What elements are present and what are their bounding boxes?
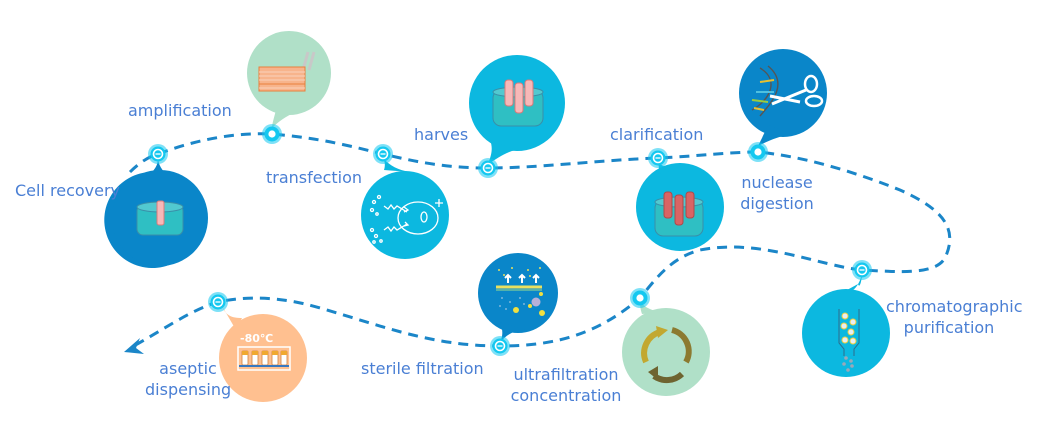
label-aseptic-dispensing: aseptic dispensing	[145, 358, 231, 400]
membrane-filter-icon	[496, 267, 545, 316]
chromatography-column-icon	[838, 309, 860, 372]
label-ultrafiltration-line1: ultrafiltration	[513, 365, 619, 384]
label-nuclease-digestion-line2: digestion	[740, 194, 814, 213]
label-ultrafiltration-line2: concentration	[510, 386, 622, 405]
vessel-three-tubes-icon	[492, 79, 544, 127]
label-ultrafiltration-concentration: ultrafiltration concentration	[505, 364, 627, 406]
vial-rack-freezer-icon: -80℃	[237, 332, 291, 371]
label-nuclease-digestion: nuclease digestion	[732, 172, 822, 214]
bubble-aseptic-dispensing: -80℃	[219, 306, 307, 402]
node-transfection[interactable]	[372, 143, 394, 165]
label-transfection: transfection	[266, 168, 363, 187]
node-amplification[interactable]	[262, 124, 282, 144]
node-aseptic-dispensing[interactable]	[207, 291, 229, 313]
bubble-transfection	[361, 158, 449, 259]
node-nuclease-digestion[interactable]	[748, 142, 768, 162]
label-amplification: amplification	[128, 101, 232, 120]
node-harves[interactable]	[477, 157, 499, 179]
bubble-sterile-filtration	[478, 253, 558, 342]
bubble-amplification	[247, 31, 331, 128]
label-chromatographic-line2: purification	[903, 318, 995, 337]
bubble-nuclease-digestion	[739, 49, 827, 146]
label-chromatographic-purification: chromatographic purification	[886, 296, 1023, 338]
bubble-ultrafiltration-concentration	[622, 302, 710, 396]
node-cell-recovery[interactable]	[147, 143, 169, 165]
freezer-temperature-label: -80℃	[240, 332, 273, 345]
node-sterile-filtration[interactable]	[489, 335, 511, 357]
label-harves: harves	[414, 125, 469, 144]
label-cell-recovery: Cell recovery	[15, 181, 121, 200]
bubble-chromatographic-purification	[802, 274, 890, 377]
label-sterile-filtration: sterile filtration	[361, 359, 484, 378]
vessel-three-tubes-dark-icon	[654, 191, 704, 237]
cell-transfection-icon	[369, 194, 443, 244]
bubble-cell-recovery	[104, 158, 208, 268]
node-ultrafiltration-concentration[interactable]	[630, 288, 650, 308]
bubble-clarification	[636, 162, 724, 251]
cell-stack-flask-icon	[258, 51, 316, 92]
node-clarification[interactable]	[647, 147, 669, 169]
label-aseptic-line2: dispensing	[145, 380, 232, 399]
vessel-single-tube-icon	[136, 200, 184, 236]
node-chromatographic-purification[interactable]	[851, 259, 873, 281]
path-end-arrow-icon	[124, 338, 144, 354]
recycle-arrows-icon	[641, 326, 692, 384]
label-nuclease-digestion-line1: nuclease	[741, 173, 813, 192]
dna-scissors-icon	[751, 65, 824, 117]
label-clarification: clarification	[610, 125, 704, 144]
label-chromatographic-line1: chromatographic	[886, 297, 1023, 316]
label-aseptic-line1: aseptic	[159, 359, 217, 378]
process-path	[128, 132, 952, 350]
bubble-harves	[469, 55, 565, 164]
